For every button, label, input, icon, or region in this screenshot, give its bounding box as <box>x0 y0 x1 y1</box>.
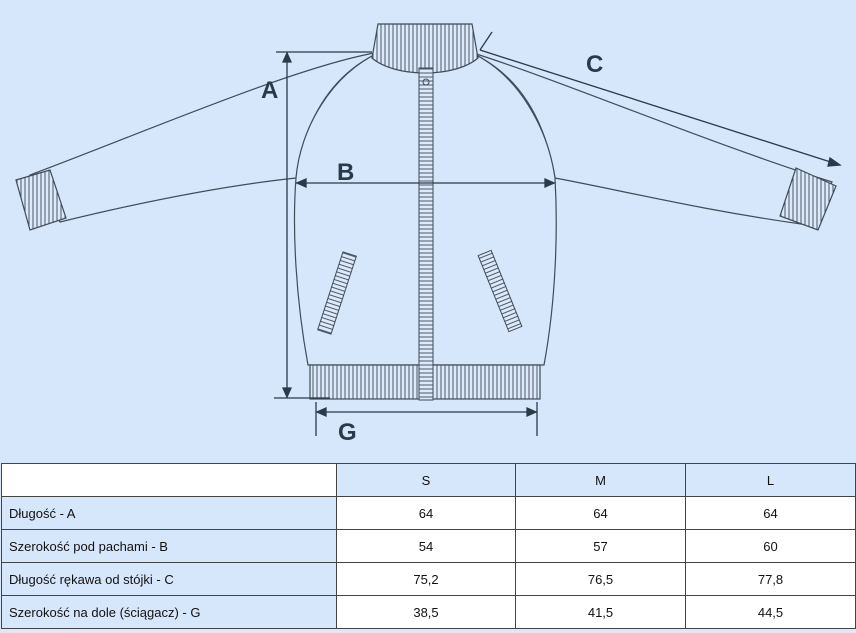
cell-value: 57 <box>515 529 686 563</box>
cell-value: 38,5 <box>336 595 516 629</box>
row-label: Szerokość na dole (ściągacz) - G <box>1 595 337 629</box>
jacket-diagram: A B C G <box>15 23 842 446</box>
cell-value: 44,5 <box>685 595 856 629</box>
header-empty <box>1 463 337 497</box>
cell-value: 64 <box>515 496 686 530</box>
cell-value: 75,2 <box>336 562 516 596</box>
header-size-l: L <box>685 463 856 497</box>
label-g: G <box>338 419 357 446</box>
row-label: Długość rękawa od stójki - C <box>1 562 337 596</box>
cell-value: 64 <box>336 496 516 530</box>
cell-value: 64 <box>685 496 856 530</box>
row-label: Szerokość pod pachami - B <box>1 529 337 563</box>
cell-value: 60 <box>685 529 856 563</box>
left-pocket <box>317 251 357 335</box>
header-row: S M L <box>1 463 856 497</box>
left-cuff <box>15 169 67 231</box>
header-size-m: M <box>515 463 686 497</box>
table-row: Szerokość na dole (ściągacz) - G 38,5 41… <box>1 595 856 629</box>
right-pocket <box>477 249 523 333</box>
row-label: Długość - A <box>1 496 337 530</box>
table-row: Długość - A 64 64 64 <box>1 496 856 530</box>
right-cuff <box>779 167 837 231</box>
label-a: A <box>261 77 278 104</box>
jacket-drawing: A B C G <box>15 23 842 446</box>
label-c: C <box>586 51 603 78</box>
cell-value: 41,5 <box>515 595 686 629</box>
table-row: Szerokość pod pachami - B 54 57 60 <box>1 529 856 563</box>
collar <box>371 23 479 74</box>
cell-value: 54 <box>336 529 516 563</box>
size-table: S M L Długość - A 64 64 64 Szerokość pod… <box>1 463 856 629</box>
header-size-s: S <box>336 463 516 497</box>
label-b: B <box>337 159 354 186</box>
zipper <box>418 67 434 401</box>
table-row: Długość rękawa od stójki - C 75,2 76,5 7… <box>1 562 856 596</box>
cell-value: 77,8 <box>685 562 856 596</box>
cell-value: 76,5 <box>515 562 686 596</box>
